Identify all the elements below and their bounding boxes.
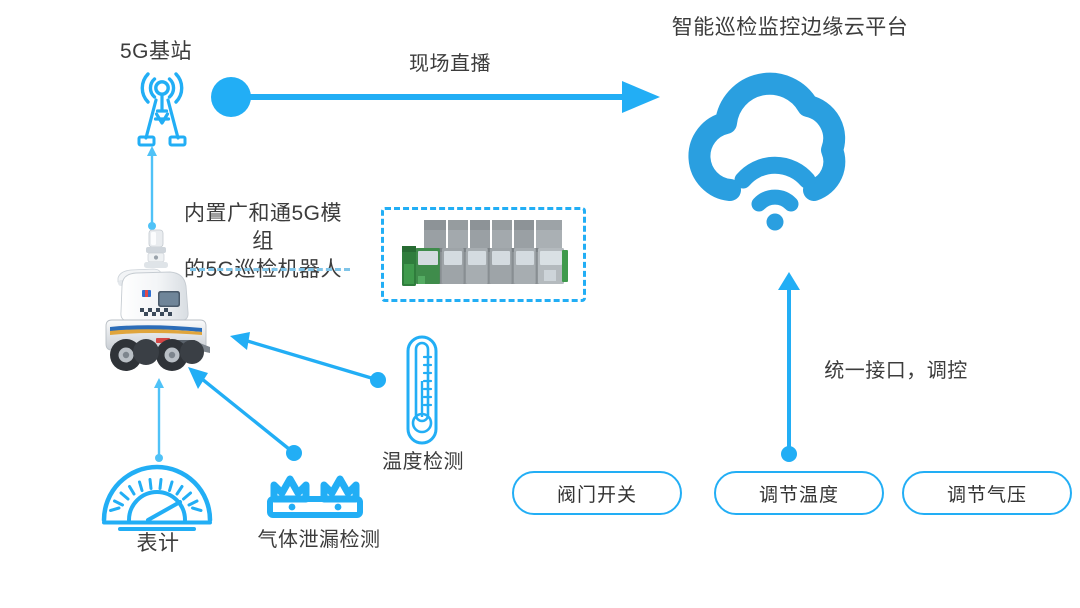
live-stream-arrow	[210, 76, 660, 118]
gas-burner-icon	[262, 465, 372, 521]
cell-tower-icon	[126, 66, 198, 150]
robot-label: 内置广和通5G模组 的5G巡检机器人	[178, 200, 348, 284]
inspection-robot-photo	[96, 228, 216, 378]
cloud-platform-title: 智能巡检监控边缘云平台	[671, 16, 909, 39]
meter-label: 表计	[136, 532, 180, 555]
thermometer-icon	[400, 335, 444, 445]
unified-interface-arrow	[775, 272, 803, 462]
action-button-adjust-pressure[interactable]: 调节气压	[902, 471, 1072, 515]
live-stream-label: 现场直播	[409, 53, 491, 75]
base-station-label: 5G基站	[119, 40, 192, 63]
thermometer-to-robot-arrow	[228, 330, 388, 390]
5g-module-boards-photo	[394, 218, 574, 292]
cloud-wifi-icon	[680, 50, 870, 235]
robot-to-base-station-arrow	[144, 146, 160, 232]
action-button-valve-switch[interactable]: 阀门开关	[512, 471, 682, 515]
unified-interface-label: 统一接口，调控	[824, 360, 968, 382]
robot-label-divider	[190, 268, 350, 271]
robot-label-line1: 内置广和通5G模组	[183, 202, 342, 253]
thermometer-label: 温度检测	[382, 451, 464, 473]
meter-to-robot-arrow	[151, 378, 167, 464]
gas-sensor-label: 气体泄漏检测	[257, 529, 381, 551]
action-button-adjust-temperature[interactable]: 调节温度	[714, 471, 884, 515]
gauge-meter-icon	[98, 464, 216, 532]
gas-sensor-to-robot-arrow	[186, 365, 304, 463]
